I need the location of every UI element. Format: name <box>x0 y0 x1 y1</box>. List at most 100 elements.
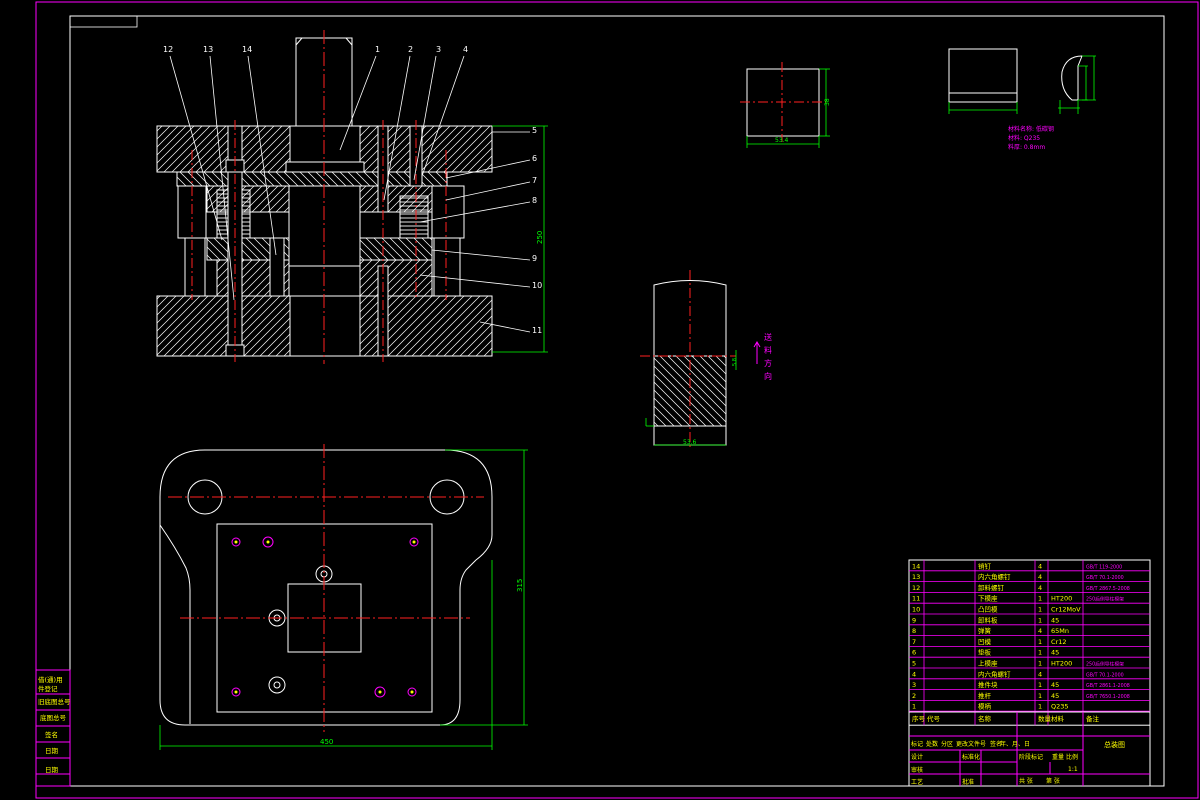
bom-cell: 45 <box>1051 681 1059 689</box>
bom-cell: 4 <box>1038 573 1042 581</box>
bom-cell: 内六角螺钉 <box>978 669 1011 678</box>
bom-cell: 9 <box>912 616 916 624</box>
side-cell: 日期 <box>45 747 59 755</box>
blank-height-dim: 38 <box>824 98 831 106</box>
bom-cell: 45 <box>1051 649 1059 657</box>
scale-value: 1:1 <box>1068 766 1078 773</box>
leader-label: 9 <box>532 254 537 263</box>
feed-direction-label: 料 <box>764 345 772 355</box>
bom-cell: 4 <box>1038 670 1042 678</box>
sheet-count: 共 张 <box>1019 777 1033 785</box>
leader-label: 2 <box>408 45 413 54</box>
bom-cell: Cr12MoV <box>1051 606 1081 614</box>
sheet-number: 第 张 <box>1046 777 1060 785</box>
title-row-b: 设计 <box>911 753 923 761</box>
bom-cell: 凹模 <box>978 637 992 646</box>
leader-label: 6 <box>532 154 537 163</box>
bom-cell: 卸料螺钉 <box>978 583 1005 592</box>
leader-label: 12 <box>163 45 173 54</box>
strip-width-dim: 53.6 <box>683 439 697 446</box>
bom-header-cell: 名称 <box>978 714 992 723</box>
blank-width-dim: 53.4 <box>775 137 789 144</box>
title-row-a: 更改文件号 <box>956 740 986 748</box>
title-block: 标记 处数 分区 更改文件号 签名 年、月、日 设计 标准化 审核 工艺 批准 … <box>908 711 1151 787</box>
stage-label: 比例 <box>1066 753 1078 761</box>
title-row-a: 处数 <box>926 740 938 748</box>
bom-cell: 10 <box>912 606 920 614</box>
leader-label: 13 <box>203 45 213 54</box>
bom-header-cell: 序号 <box>912 714 926 723</box>
bom-cell: Cr12 <box>1051 638 1066 646</box>
bom-cell: Q235 <box>1051 703 1069 711</box>
bom-cell: 65Mn <box>1051 627 1069 635</box>
side-cell: 件登记 <box>38 684 58 693</box>
strip-layout: 53.6 5.8 送 料 方 向 <box>640 270 772 448</box>
title-row-a: 标记 <box>911 740 923 748</box>
bom-cell: 销钉 <box>978 561 992 570</box>
bom-cell: HT200 <box>1051 595 1072 603</box>
bom-cell: 1 <box>1038 638 1042 646</box>
bom-cell: 14 <box>912 562 920 570</box>
bom-cell: 2 <box>912 692 916 700</box>
material-note: 材料: Q235 <box>1008 134 1040 142</box>
bom-cell: 1 <box>1038 595 1042 603</box>
bom-cell: 8 <box>912 627 916 635</box>
outer-border <box>35 1 1199 799</box>
plan-view: 315 450 <box>159 444 528 750</box>
bom-cell: 7 <box>912 638 916 646</box>
bom-header-cell: 数量 <box>1038 714 1052 723</box>
bom-cell: 12 <box>912 584 920 592</box>
bom-cell: GB/T 70.1-2000 <box>1086 575 1124 581</box>
bom-cell: 250后侧导柱模架 <box>1086 661 1124 668</box>
stage-label: 阶段标记 <box>1019 753 1043 761</box>
plan-depth-dim: 315 <box>516 579 524 592</box>
bom-cell: 1 <box>1038 692 1042 700</box>
bom-cell: 上模座 <box>978 659 998 668</box>
leader-label: 3 <box>436 45 441 54</box>
bom-cell: 推杆 <box>978 691 992 700</box>
side-cell: 签名 <box>45 730 58 739</box>
leader-label: 8 <box>532 196 537 205</box>
corner-stamp-box <box>69 15 138 28</box>
bom-cell: 推件块 <box>978 680 998 689</box>
drawing-title: 总装图 <box>1104 740 1125 749</box>
bom-cell: 1 <box>1038 703 1042 711</box>
bom-cell: 1 <box>1038 660 1042 668</box>
title-row-c: 工艺 <box>911 778 923 786</box>
title-row-a: 分区 <box>941 740 953 748</box>
spring <box>399 195 429 239</box>
bom-cell: 下模座 <box>978 594 998 603</box>
part-view: 材料名称: 低碳钢 材料: Q235 料厚: 0.8mm <box>948 48 1096 151</box>
title-row-a: 年、月、日 <box>1000 740 1030 748</box>
bom-cell: 内六角螺钉 <box>978 572 1011 581</box>
feed-direction-label: 向 <box>764 371 772 381</box>
leader-label: 4 <box>463 45 468 54</box>
bom-cell: 250后侧导柱模架 <box>1086 596 1124 603</box>
feed-direction-label: 方 <box>764 358 772 368</box>
bom-header-cell: 材料 <box>1051 714 1065 723</box>
bom-cell: 3 <box>912 681 916 689</box>
bom-cell: 1 <box>1038 616 1042 624</box>
bom-cell: 5 <box>912 660 916 668</box>
side-cell: 日期 <box>45 766 59 774</box>
bom-cell: 13 <box>912 573 920 581</box>
bom-cell: GB/T 7650.1-2008 <box>1086 694 1130 700</box>
title-row-c: 批准 <box>962 778 974 786</box>
leader-label: 1 <box>375 45 380 54</box>
bom-cell: GB/T 2861.1-2008 <box>1086 683 1130 689</box>
press-height-dim: 250 <box>536 231 544 244</box>
section-view: 12 13 14 1 2 3 4 5 6 7 8 9 10 11 250 <box>156 30 548 364</box>
side-registration-table: 借(通)用 件登记 旧底图总号 底图总号 签名 日期 日期 <box>35 669 71 787</box>
bom-cell: 1 <box>912 703 916 711</box>
backing-plate <box>176 171 448 187</box>
strip-step-dim: 5.8 <box>732 358 738 366</box>
side-cell: 借(通)用 <box>38 675 63 684</box>
bom-header-cell: 代号 <box>927 714 941 723</box>
bom-cell: 卸料板 <box>978 615 998 624</box>
material-note: 料厚: 0.8mm <box>1008 143 1045 151</box>
bom-cell: 1 <box>1038 649 1042 657</box>
bom-cell: GB/T 70.1-2000 <box>1086 672 1124 678</box>
title-row-b: 标准化 <box>962 753 980 761</box>
